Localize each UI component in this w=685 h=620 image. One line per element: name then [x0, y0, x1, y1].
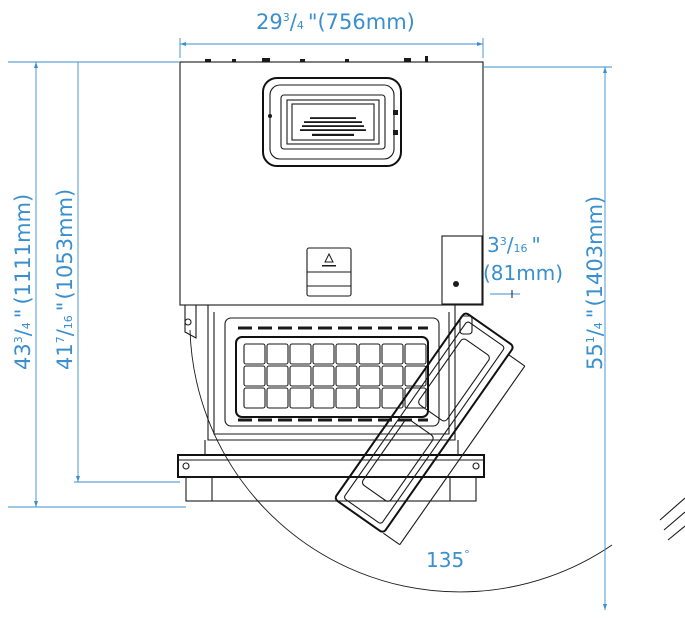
width-label: 293/4"(756mm)	[256, 10, 415, 34]
width-dimension	[179, 38, 484, 58]
door-frame	[184, 305, 456, 441]
window-grid-cell	[404, 365, 427, 387]
height-dimension-open	[483, 66, 612, 610]
window-grid-cell	[266, 343, 289, 365]
window-grid-cell	[335, 387, 358, 409]
open-door	[334, 312, 526, 546]
window-grid-cell	[335, 343, 358, 365]
door-window-grid	[243, 343, 427, 409]
window-grid-cell	[243, 365, 266, 387]
window-grid-cell	[358, 365, 381, 387]
offset-label-metric: (81mm)	[483, 261, 563, 285]
base-plinth	[177, 440, 485, 502]
door-handle	[459, 315, 685, 541]
window-grid-cell	[381, 365, 404, 387]
top-hardware	[205, 56, 428, 62]
angle-label: 135°	[426, 548, 470, 572]
side-bracket	[441, 235, 483, 305]
window-grid-cell	[266, 387, 289, 409]
window-grid-cell	[289, 365, 312, 387]
offset-dimension	[490, 290, 520, 298]
window-grid-cell	[381, 387, 404, 409]
window-grid-cell	[243, 343, 266, 365]
window-grid-cell	[312, 343, 335, 365]
warning-label	[306, 247, 352, 297]
door-swing-arc	[189, 329, 613, 593]
offset-label-fraction: 33/16"	[487, 233, 541, 257]
oven-body	[179, 56, 484, 306]
height-open-label: 551/4"(1403mm)	[583, 196, 607, 370]
height-dimension-left	[8, 61, 186, 508]
height-dimension-door	[74, 62, 180, 483]
window-grid-cell	[381, 343, 404, 365]
window-grid-cell	[358, 343, 381, 365]
window-grid-cell	[335, 365, 358, 387]
window-grid-cell	[312, 387, 335, 409]
window-grid-cell	[266, 365, 289, 387]
window-grid-cell	[243, 387, 266, 409]
window-grid-cell	[289, 343, 312, 365]
height-door-label: 417/16"(1053mm)	[53, 189, 77, 370]
caution-label-panel	[262, 77, 402, 167]
window-grid-cell	[289, 387, 312, 409]
window-grid-cell	[358, 387, 381, 409]
window-grid-cell	[312, 365, 335, 387]
window-grid-cell	[404, 343, 427, 365]
height-body-label: 433/4"(1111mm)	[11, 194, 35, 370]
